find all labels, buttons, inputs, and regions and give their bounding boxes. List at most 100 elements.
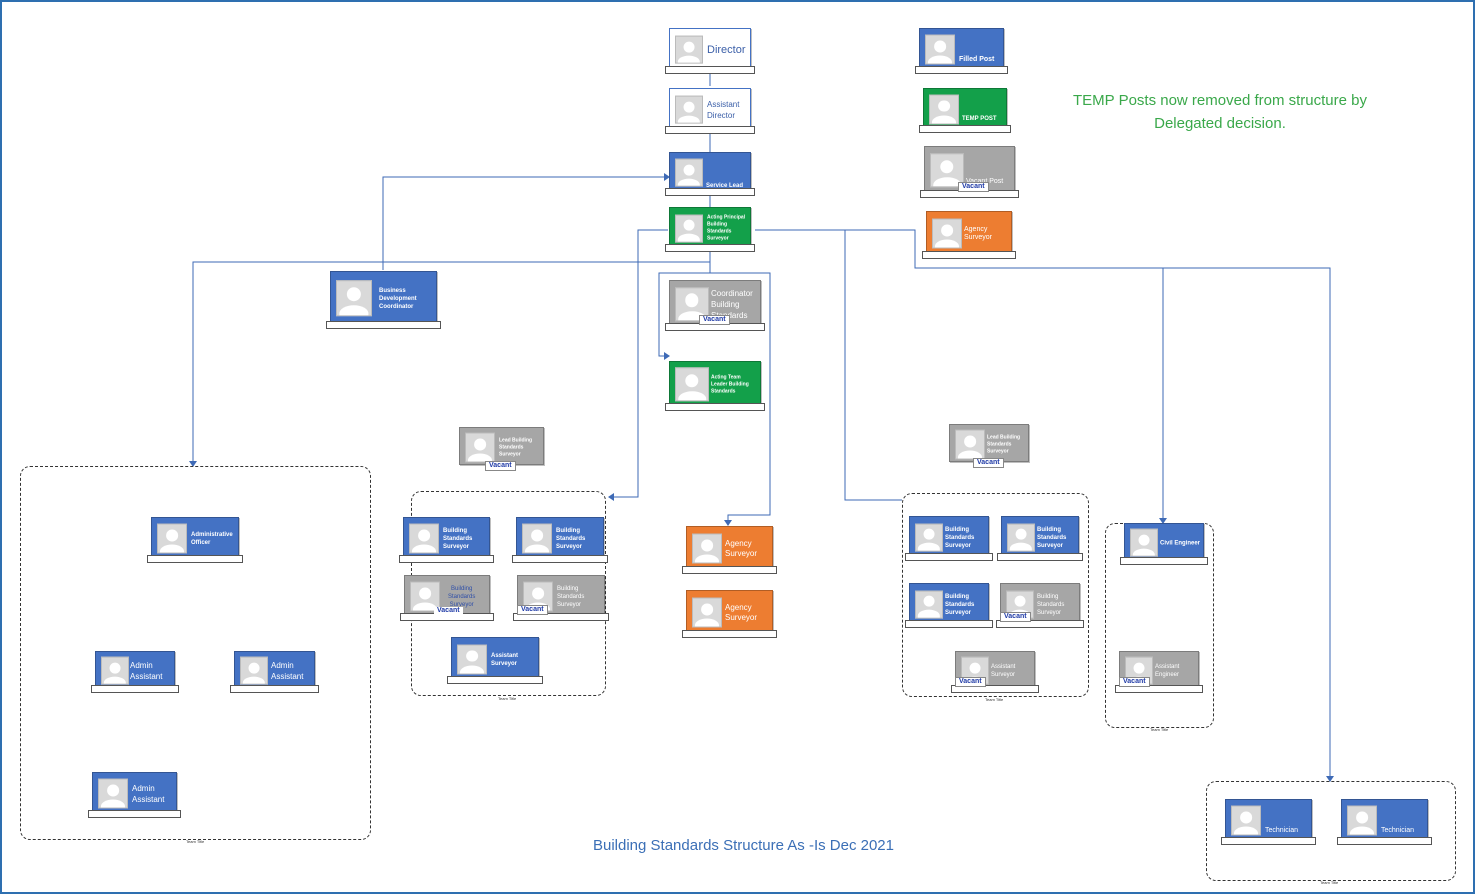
- lead-bss-right-label: Lead Building Standards Surveyor: [987, 434, 1021, 455]
- legend-agency-l2: Surveyor: [964, 234, 993, 242]
- civil-engineer-label: Civil Engineer: [1160, 540, 1201, 547]
- legend-agency-l1: Agency: [964, 226, 988, 234]
- assistant-director-card[interactable]: Assistant Director: [665, 88, 755, 134]
- technician-label: Technician: [1381, 827, 1415, 834]
- bss-card[interactable]: Building Standards Surveyor: [997, 516, 1083, 561]
- service-lead-card[interactable]: Service Lead: [665, 152, 755, 196]
- legend-vacant-label: Vacant Post: [966, 178, 1004, 185]
- asst-surveyor-l1: Assistant: [991, 664, 1016, 671]
- legend-filled-post: Filled Post: [915, 28, 1008, 74]
- bss-l3: Surveyor: [449, 601, 474, 608]
- admin-assistant-l2: Assistant: [130, 671, 163, 681]
- acting-principal-card[interactable]: Acting Principal Building Standards Surv…: [665, 207, 755, 252]
- lead-bss-left-card[interactable]: Lead Building Standards Surveyor Vacant: [459, 427, 544, 471]
- bss-l1: Building: [945, 526, 969, 533]
- lead-bss-right-card[interactable]: Lead Building Standards Surveyor Vacant: [949, 424, 1029, 468]
- bss-l1: Building: [557, 585, 579, 592]
- business-development-coordinator-card[interactable]: Business Development Coordinator: [326, 271, 441, 329]
- technician-card[interactable]: Technician: [1337, 799, 1432, 845]
- service-lead-label: Service Lead: [706, 183, 744, 189]
- note-line-2: Delegated decision.: [1154, 115, 1286, 132]
- bdc-l3: Coordinator: [379, 303, 414, 310]
- assistant-surveyor-card[interactable]: Assistant Surveyor: [447, 637, 543, 684]
- lead-bss-left-label: Lead Building Standards Surveyor: [499, 437, 533, 458]
- bss-l1: Building: [443, 527, 467, 534]
- admin-assistant-l1: Admin: [130, 660, 153, 670]
- admin-assistant-l1: Admin: [132, 783, 155, 793]
- admin-team-box: [20, 466, 371, 840]
- bss-vacant-tag: Vacant: [1000, 612, 1031, 622]
- agency-surveyor-card[interactable]: Agency Surveyor: [682, 590, 777, 638]
- bss-vacant-tag: Vacant: [434, 607, 463, 615]
- bss-l3: Surveyor: [443, 543, 470, 550]
- agency-surveyor-card[interactable]: Agency Surveyor: [682, 526, 777, 574]
- team-title: Team Title: [1320, 880, 1339, 885]
- director-label: Director: [707, 43, 746, 56]
- admin-assistant-card[interactable]: Admin Assistant: [88, 772, 181, 818]
- note-line-1: TEMP Posts now removed from structure by: [1073, 92, 1367, 109]
- bdc-l1: Business: [379, 287, 406, 294]
- assistant-director-label-l2: Director: [707, 110, 736, 120]
- bss-l1: Building: [556, 527, 580, 534]
- acting-team-leader-label: Acting Team Leader Building Standards: [711, 374, 749, 395]
- bss-vacant-card[interactable]: Building Standards Surveyor Vacant: [400, 575, 494, 621]
- admin-assistant-card[interactable]: Admin Assistant: [91, 651, 179, 693]
- bss-l2: Standards: [1037, 601, 1065, 608]
- legend-filled-label: Filled Post: [959, 56, 995, 63]
- bss-l3: Surveyor: [557, 601, 582, 608]
- bss-card[interactable]: Building Standards Surveyor: [905, 583, 993, 628]
- bss-l1: Building: [1037, 593, 1059, 600]
- agency-l1: Agency: [725, 539, 752, 548]
- coordinator-vacant-tag: Vacant: [699, 315, 730, 325]
- coordinator-l3: Standards: [711, 309, 753, 320]
- bss-l2: Standards: [556, 535, 586, 542]
- admin-assistant-card[interactable]: Admin Assistant: [230, 651, 319, 693]
- agency-l2: Surveyor: [725, 549, 758, 558]
- bss-l2: Standards: [557, 593, 585, 600]
- admin-assistant-l2: Assistant: [271, 671, 304, 681]
- coordinator-building-standards-card[interactable]: Coordinator Building Standards Vacant: [665, 280, 765, 331]
- asst-surveyor-l1: Assistant: [491, 652, 519, 659]
- temp-posts-note: TEMP Posts now removed from structure by…: [1030, 89, 1410, 135]
- admin-officer-l1: Administrative: [191, 532, 233, 539]
- team-title: Team Title: [1150, 727, 1169, 732]
- bss-l3: Surveyor: [1037, 609, 1062, 616]
- assistant-surveyor-vacant-card[interactable]: Assistant Surveyor Vacant: [951, 651, 1039, 693]
- bss-l2: Standards: [1037, 534, 1067, 541]
- assistant-director-label-l1: Assistant: [707, 99, 740, 109]
- bss-l1: Building: [1037, 526, 1061, 533]
- bss-l1: Building: [451, 585, 473, 592]
- admin-assistant-l1: Admin: [271, 660, 294, 670]
- legend-temp-label: TEMP POST: [962, 116, 997, 122]
- director-card[interactable]: Director: [665, 28, 755, 74]
- bss-vacant-tag: Vacant: [517, 605, 548, 615]
- surveyor-team-b-box: [902, 493, 1089, 697]
- bss-card[interactable]: Building Standards Surveyor: [512, 517, 608, 563]
- bss-vacant-card[interactable]: Building Standards Surveyor Vacant: [513, 575, 609, 621]
- assistant-engineer-vacant-card[interactable]: Assistant Engineer Vacant: [1115, 651, 1203, 693]
- bss-l3: Surveyor: [556, 543, 583, 550]
- admin-assistant-l2: Assistant: [132, 794, 165, 804]
- asst-surveyor-l2: Surveyor: [491, 660, 518, 667]
- coordinator-l1: Coordinator: [711, 288, 753, 298]
- bss-card[interactable]: Building Standards Surveyor: [399, 517, 494, 563]
- bss-l2: Standards: [945, 534, 975, 541]
- asst-surveyor-l2: Surveyor: [991, 672, 1016, 679]
- administrative-officer-card[interactable]: Administrative Officer: [147, 517, 243, 563]
- agency-l2: Surveyor: [725, 613, 758, 622]
- acting-team-leader-card[interactable]: Acting Team Leader Building Standards: [665, 361, 765, 411]
- asst-engineer-vacant-tag: Vacant: [1119, 677, 1150, 687]
- bss-l1: Building: [945, 593, 969, 600]
- team-title: Team Title: [498, 696, 517, 701]
- technician-label: Technician: [1265, 827, 1299, 834]
- legend-vacant-post: Vacant Post Vacant: [920, 146, 1019, 198]
- technician-card[interactable]: Technician: [1221, 799, 1316, 845]
- bss-vacant-card[interactable]: Building Standards Surveyor Vacant: [996, 583, 1084, 628]
- team-title: Team Title: [186, 839, 205, 844]
- admin-officer-l2: Officer: [191, 540, 211, 547]
- legend-vacant-tag: Vacant: [958, 182, 989, 192]
- civil-engineer-card[interactable]: Civil Engineer: [1120, 523, 1208, 565]
- legend-agency-post: Agency Surveyor: [922, 211, 1016, 259]
- bss-card[interactable]: Building Standards Surveyor: [905, 516, 993, 561]
